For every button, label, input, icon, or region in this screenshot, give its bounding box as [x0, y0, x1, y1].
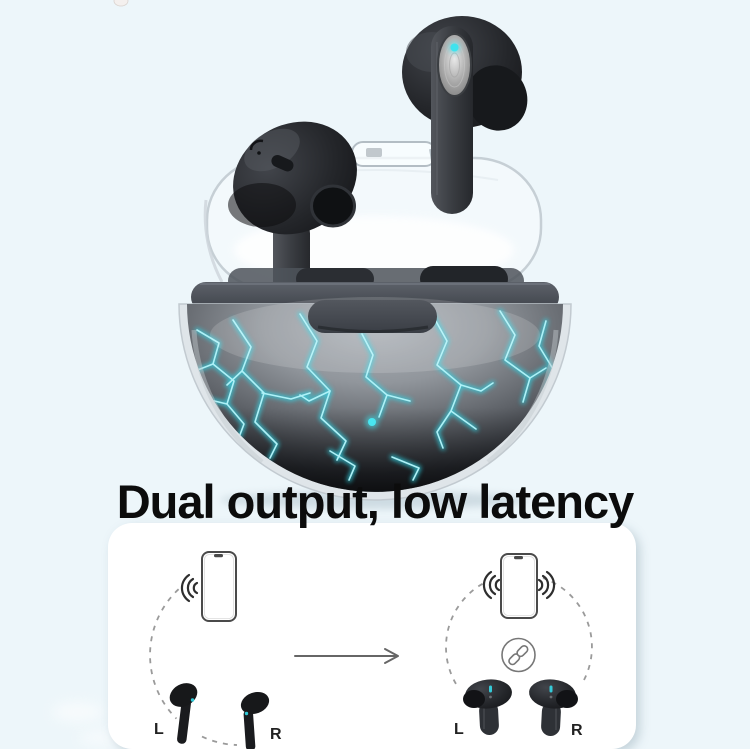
- arrow-icon: [294, 648, 399, 664]
- signal-waves-icon-after-right: [537, 570, 556, 600]
- headline-text: Dual output, low latency: [116, 475, 635, 528]
- background-wisp: [52, 702, 104, 722]
- dashed-connection-circle-before: [149, 588, 238, 746]
- case-bowl: [178, 297, 572, 501]
- earbud-mic-hole: [257, 151, 261, 155]
- signal-waves-icon-before: [180, 573, 199, 603]
- earbud-icon-before-left: [169, 683, 198, 744]
- case-led-indicator: [368, 418, 376, 426]
- earbud-icon-before-right: [240, 691, 270, 749]
- left-earbud-label-after: L: [454, 721, 464, 738]
- earbud-seam: [249, 139, 264, 151]
- case-notch: [308, 300, 437, 333]
- earbud-led-indicator: [450, 43, 459, 52]
- earbud-vent: [271, 154, 294, 172]
- pairing-diagram: [149, 551, 593, 749]
- earbud-icon-after-right: [529, 679, 578, 736]
- right-earbud-label-after: R: [571, 722, 583, 739]
- earbud-icon-after-left: [463, 679, 512, 735]
- dashed-connection-circle-after: [445, 577, 593, 686]
- phone-speaker: [514, 556, 523, 560]
- lightning-pattern: [195, 311, 553, 480]
- signal-waves-icon-after-left: [482, 570, 501, 600]
- earbuds-case-photo: [113, 0, 572, 509]
- pairing-diagram-card: L R L R: [108, 523, 636, 749]
- phone-speaker: [214, 554, 223, 558]
- phone-icon-before: [201, 551, 237, 622]
- earbud-right: [402, 16, 528, 214]
- left-earbud-label-before: L: [154, 721, 164, 738]
- right-earbud-label-before: R: [270, 726, 282, 743]
- earbud-touch-panel: [437, 33, 472, 97]
- phone-icon-after: [500, 553, 538, 619]
- earbud-left: [228, 121, 357, 235]
- cropped-artifact-dot: [113, 0, 129, 7]
- link-icon: [501, 637, 536, 673]
- earbud-speaker-port: [310, 184, 356, 228]
